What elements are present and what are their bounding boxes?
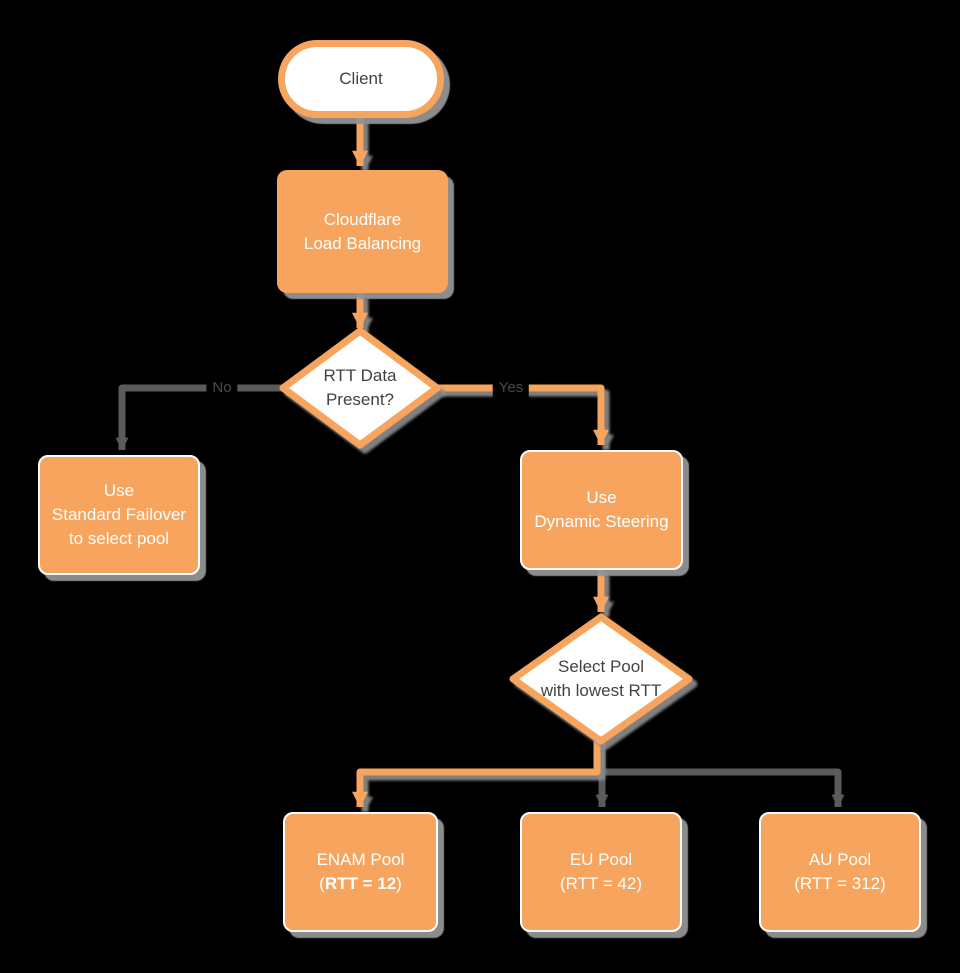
- node-dynamic-steering-line2: Dynamic Steering: [534, 512, 669, 531]
- node-enam-pool: ENAM Pool (RTT = 12): [283, 812, 438, 932]
- edge-label-no: No: [206, 376, 238, 400]
- node-eu-pool-line2: (RTT = 42): [559, 874, 643, 893]
- node-rtt-decision-label: RTT Data Present?: [286, 352, 434, 424]
- node-standard-failover-line1: Use: [103, 481, 135, 500]
- enam-paren-close: ): [396, 874, 402, 893]
- node-client-label: Client: [339, 69, 383, 88]
- node-load-balancing: Cloudflare Load Balancing: [277, 170, 448, 293]
- node-rtt-decision-line1: RTT Data: [323, 366, 397, 385]
- node-select-pool-label: Select Pool with lowest RTT: [513, 643, 689, 715]
- node-standard-failover-line2: Standard Failover: [51, 505, 187, 524]
- edge-selectpool-to-enam: [352, 741, 601, 808]
- node-select-pool-line1: Select Pool: [558, 657, 644, 676]
- node-client: Client: [278, 40, 444, 118]
- node-load-balancing-line1: Cloudflare: [323, 209, 402, 229]
- node-eu-pool-line1: EU Pool: [569, 850, 633, 869]
- node-eu-pool: EU Pool (RTT = 42): [520, 812, 682, 932]
- node-dynamic-steering: Use Dynamic Steering: [520, 450, 683, 570]
- node-select-pool-line2: with lowest RTT: [540, 681, 662, 700]
- node-enam-pool-line1: ENAM Pool: [316, 850, 405, 869]
- node-load-balancing-line2: Load Balancing: [303, 233, 422, 253]
- edge-rtt-yes-to-steering: [437, 384, 609, 446]
- edge-rtt-no-to-failover: [115, 384, 283, 451]
- node-dynamic-steering-line1: Use: [586, 488, 617, 507]
- node-standard-failover: Use Standard Failover to select pool: [38, 455, 200, 575]
- node-enam-pool-line2: (RTT = 12): [319, 872, 402, 896]
- diamond-rtt-decision: [279, 327, 441, 449]
- edge-label-yes: Yes: [492, 376, 530, 400]
- node-standard-failover-line3: to select pool: [68, 529, 170, 548]
- enam-paren-open: (: [319, 874, 325, 893]
- node-au-pool-line1: AU Pool: [808, 850, 872, 869]
- node-au-pool: AU Pool (RTT = 312): [759, 812, 921, 932]
- node-rtt-decision-line2: Present?: [325, 390, 395, 409]
- diamond-select-pool: [509, 613, 693, 745]
- enam-rtt-value: RTT = 12: [324, 874, 397, 893]
- edge-selectpool-to-au: [598, 741, 845, 808]
- node-au-pool-line2: (RTT = 312): [794, 874, 886, 893]
